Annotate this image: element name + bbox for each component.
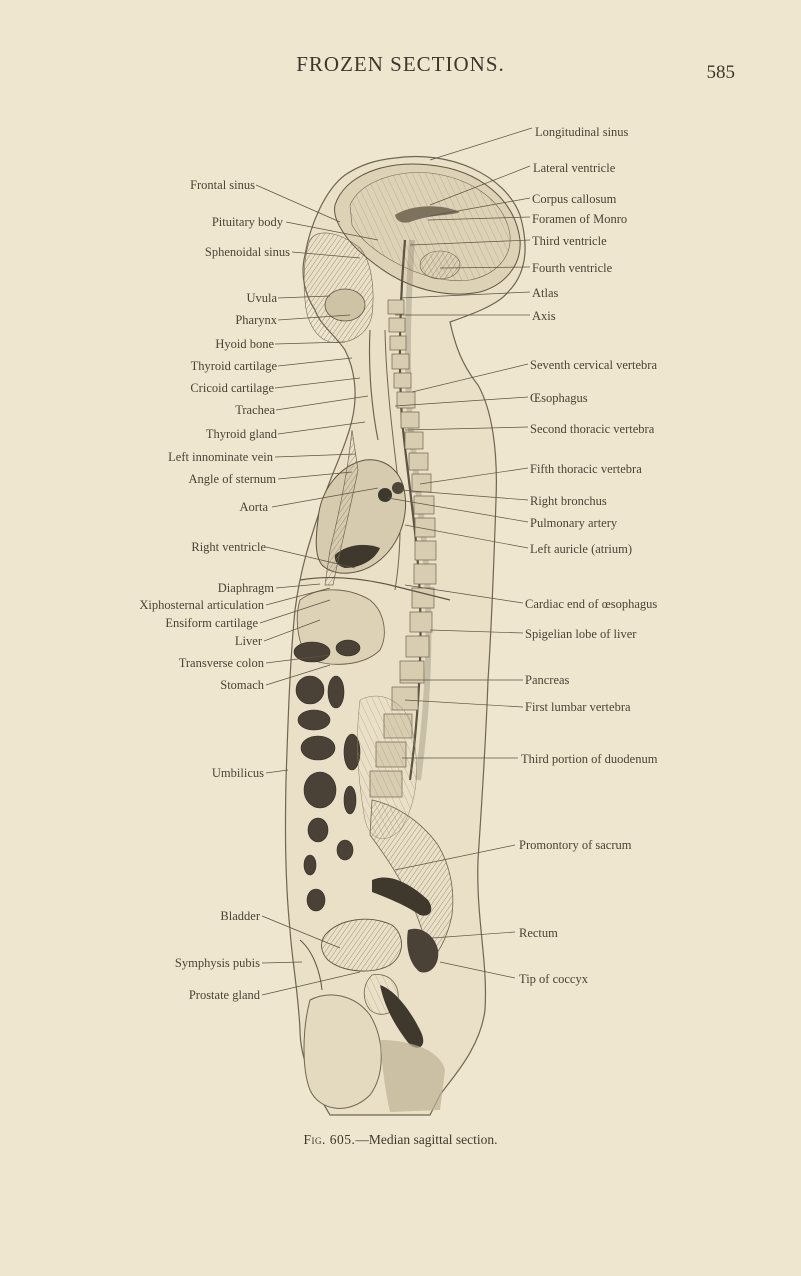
- label-thyroid-cartilage: Thyroid cartilage: [190, 359, 277, 373]
- trachea: [368, 329, 379, 441]
- label-prostate-gland: Prostate gland: [188, 988, 260, 1002]
- label-promontory-of-sacrum: Promontory of sacrum: [519, 838, 632, 852]
- label-rectum: Rectum: [519, 926, 558, 940]
- label-cricoid-cartilage: Cricoid cartilage: [190, 381, 274, 395]
- label-foramen-of-monro: Foramen of Monro: [532, 212, 628, 226]
- label-left-innominate-vein: Left innominate vein: [168, 450, 273, 464]
- label-xiphosternal-articulation: Xiphosternal articulation: [139, 598, 264, 612]
- label-frontal-sinus: Frontal sinus: [190, 178, 255, 192]
- corpus-callosum-shape: [395, 206, 460, 223]
- label-diaphragm: Diaphragm: [217, 581, 274, 595]
- label-hyoid-bone: Hyoid bone: [215, 337, 274, 351]
- label-pharynx: Pharynx: [235, 313, 277, 327]
- label-lateral-ventricle: Lateral ventricle: [533, 161, 616, 175]
- label-fourth-ventricle: Fourth ventricle: [532, 261, 613, 275]
- label-axis: Axis: [532, 309, 556, 323]
- label-fifth-thoracic-vertebra: Fifth thoracic vertebra: [530, 462, 642, 476]
- leader-lines-right: [387, 127, 533, 979]
- label-umbilicus: Umbilicus: [211, 766, 264, 780]
- label-pituitary-body: Pituitary body: [211, 215, 283, 229]
- figure-number: Fig. 605.: [303, 1132, 356, 1147]
- label-aorta: Aorta: [239, 500, 268, 514]
- external-genitalia: [303, 994, 382, 1109]
- leader-lines-left: [255, 184, 379, 996]
- label-bladder: Bladder: [220, 909, 260, 923]
- label-longitudinal-sinus: Longitudinal sinus: [535, 125, 629, 139]
- running-head: FROZEN SECTIONS.: [296, 52, 505, 76]
- label-seventh-cervical-vertebra: Seventh cervical vertebra: [530, 358, 658, 372]
- sternum: [324, 429, 359, 586]
- cerebellum: [419, 250, 461, 280]
- label-cardiac-end-of-oesophagus: Cardiac end of œsophagus: [525, 597, 658, 611]
- aorta-cross-section: [378, 488, 392, 502]
- label-thyroid-gland: Thyroid gland: [205, 427, 277, 441]
- page-header: FROZEN SECTIONS. 585: [0, 52, 801, 83]
- label-third-ventricle: Third ventricle: [532, 234, 607, 248]
- oral-cavity: [324, 288, 366, 322]
- label-third-portion-of-duodenum: Third portion of duodenum: [521, 752, 658, 766]
- label-angle-of-sternum: Angle of sternum: [188, 472, 276, 486]
- diaphragm: [299, 576, 451, 601]
- label-transverse-colon: Transverse colon: [178, 656, 264, 670]
- label-right-ventricle: Right ventricle: [191, 540, 266, 554]
- rectum-dark: [372, 877, 432, 916]
- intestines: [293, 639, 361, 912]
- label-oesophagus: Œsophagus: [530, 391, 588, 405]
- label-second-thoracic-vertebra: Second thoracic vertebra: [530, 422, 655, 436]
- label-pulmonary-artery: Pulmonary artery: [530, 516, 618, 530]
- caption-text: —Median sagittal section.: [355, 1132, 498, 1147]
- anal-canal-dark: [380, 985, 424, 1048]
- label-first-lumbar-vertebra: First lumbar vertebra: [525, 700, 631, 714]
- label-atlas: Atlas: [532, 286, 559, 300]
- label-pancreas: Pancreas: [525, 673, 570, 687]
- thigh-shadow: [380, 1040, 445, 1112]
- symphysis: [299, 939, 323, 991]
- label-tip-of-coccyx: Tip of coccyx: [519, 972, 588, 986]
- label-liver: Liver: [234, 634, 262, 648]
- abdominal-fascia: [357, 695, 417, 839]
- label-trachea: Trachea: [235, 403, 275, 417]
- page-number: 585: [706, 62, 736, 83]
- label-uvula: Uvula: [246, 291, 277, 305]
- label-right-bronchus: Right bronchus: [530, 494, 607, 508]
- label-spigelian-lobe-of-liver: Spigelian lobe of liver: [525, 627, 637, 641]
- label-sphenoidal-sinus: Sphenoidal sinus: [204, 245, 290, 259]
- figure-caption: Fig. 605.—Median sagittal section.: [0, 1132, 801, 1148]
- rectum-lower: [407, 928, 439, 973]
- brain-folds: [349, 172, 511, 281]
- bladder: [321, 918, 402, 972]
- label-left-auricle: Left auricle (atrium): [530, 542, 633, 556]
- label-corpus-callosum: Corpus callosum: [532, 192, 617, 206]
- label-symphysis-pubis: Symphysis pubis: [174, 956, 260, 970]
- bronchus-cross-section: [392, 482, 404, 494]
- label-ensiform-cartilage: Ensiform cartilage: [165, 616, 258, 630]
- right-ventricle-dark: [334, 544, 380, 568]
- label-stomach: Stomach: [220, 678, 264, 692]
